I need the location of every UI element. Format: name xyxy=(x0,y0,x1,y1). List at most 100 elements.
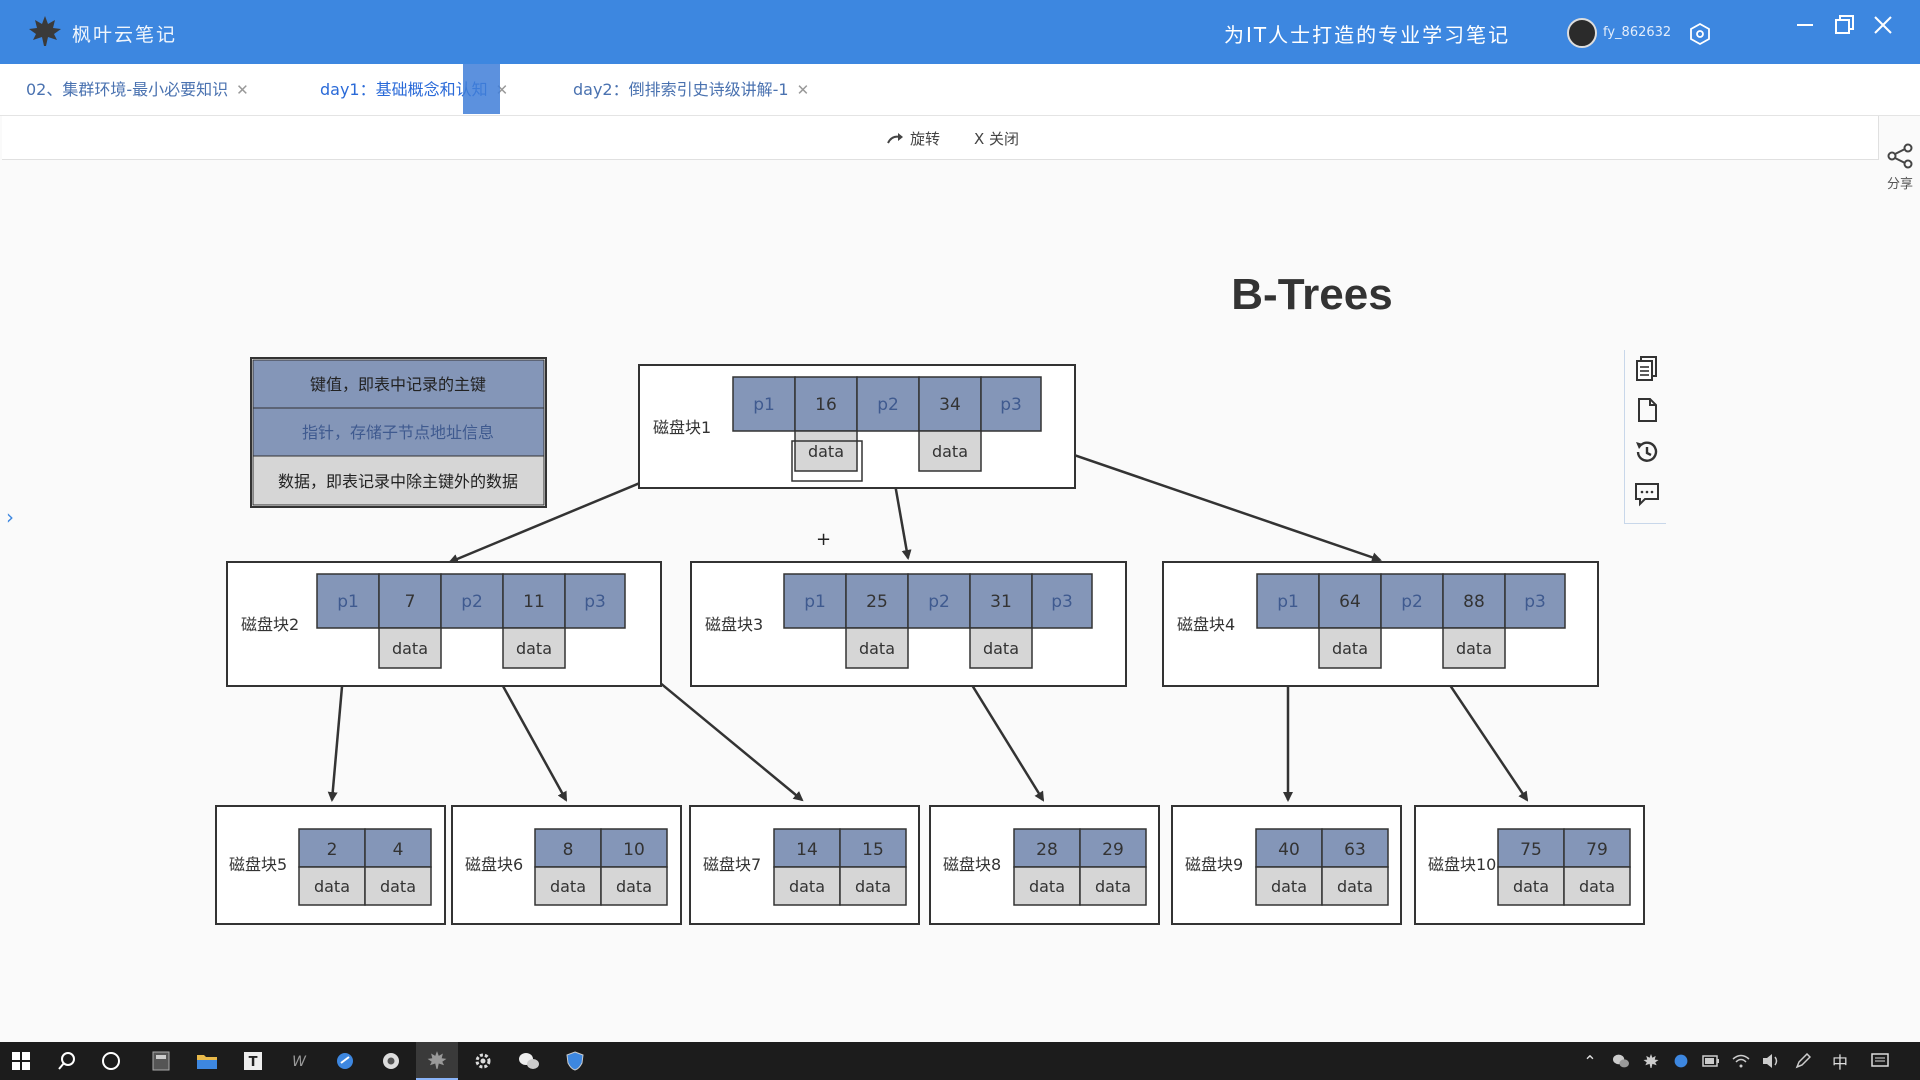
taskbar-app-shield[interactable] xyxy=(554,1042,596,1080)
tray-shield-icon[interactable] xyxy=(1668,1042,1694,1080)
text-editor-icon: T xyxy=(244,1052,262,1070)
block-label: 磁盘块5 xyxy=(229,855,287,874)
settings-hexagon-icon[interactable] xyxy=(1688,22,1712,46)
block-label: 磁盘块3 xyxy=(705,615,763,634)
taskbar-app-maple-notes[interactable] xyxy=(416,1042,458,1080)
pointer-cell xyxy=(907,573,971,629)
taskbar-app-typora[interactable]: T xyxy=(232,1042,274,1080)
document-icon[interactable] xyxy=(1633,396,1661,424)
key-value: 28 xyxy=(1036,840,1058,860)
data-cell xyxy=(502,627,566,669)
pointer-label: p1 xyxy=(804,592,826,612)
tab-close-icon[interactable]: ✕ xyxy=(796,81,810,99)
key-cell xyxy=(1255,828,1323,868)
avatar[interactable] xyxy=(1567,18,1597,48)
comment-icon[interactable] xyxy=(1633,480,1661,508)
key-value: 16 xyxy=(815,395,837,415)
taskbar-app-wechat[interactable] xyxy=(508,1042,550,1080)
taskbar-app-browser-blue[interactable] xyxy=(324,1042,366,1080)
data-cell xyxy=(1442,627,1506,669)
cortana-button[interactable] xyxy=(90,1042,132,1080)
app-title: 枫叶云笔记 xyxy=(72,24,178,46)
disk-block-9: 磁盘块9 40 63 data data xyxy=(1171,805,1402,925)
username[interactable]: fy_862632 xyxy=(1603,25,1672,40)
restore-icon[interactable] xyxy=(1829,10,1859,40)
pointer-cell xyxy=(980,376,1042,432)
tray-wifi-icon[interactable] xyxy=(1728,1042,1754,1080)
key-cell xyxy=(773,828,841,868)
data-cell xyxy=(600,866,668,906)
history-icon[interactable] xyxy=(1633,438,1661,466)
share-button[interactable]: 分享 xyxy=(1883,143,1917,192)
search-button[interactable] xyxy=(46,1042,88,1080)
tray-pen-icon[interactable] xyxy=(1790,1042,1816,1080)
disk-block-10: 磁盘块10 75 79 data data xyxy=(1414,805,1645,925)
data-cell xyxy=(1497,866,1565,906)
tab-close-icon[interactable]: ✕ xyxy=(236,81,249,99)
close-viewer-button[interactable]: X 关闭 xyxy=(974,128,1019,149)
svg-text:W: W xyxy=(292,1054,307,1070)
data-label: data xyxy=(789,877,825,896)
key-cell xyxy=(969,573,1033,629)
taskbar-app-explorer[interactable] xyxy=(186,1042,228,1080)
key-value: 88 xyxy=(1463,592,1485,612)
data-label: data xyxy=(1095,877,1131,896)
data-label: data xyxy=(1332,639,1368,658)
expand-sidebar-chevron-icon[interactable]: › xyxy=(6,505,14,529)
key-value: 75 xyxy=(1520,840,1542,860)
key-value: 29 xyxy=(1102,840,1124,860)
key-value: 25 xyxy=(866,592,888,612)
rotate-button[interactable]: 旋转 xyxy=(886,128,940,149)
start-button[interactable] xyxy=(0,1042,42,1080)
tray-maple-icon[interactable] xyxy=(1638,1042,1664,1080)
share-icon xyxy=(1887,143,1913,169)
rotate-label: 旋转 xyxy=(910,130,941,148)
legend-pointer-text: 指针，存储子节点地址信息 xyxy=(302,423,494,442)
block-label: 磁盘块8 xyxy=(943,855,1001,874)
search-icon xyxy=(58,1052,75,1070)
data-cell xyxy=(364,866,432,906)
tray-battery-icon[interactable] xyxy=(1698,1042,1724,1080)
key-value: 40 xyxy=(1278,840,1300,860)
data-cell xyxy=(773,866,841,906)
key-value: 11 xyxy=(523,592,545,612)
shield-icon xyxy=(566,1051,584,1071)
pointer-label: p2 xyxy=(877,395,899,415)
title-bar: 枫叶云笔记 为IT人士打造的专业学习笔记 fy_862632 xyxy=(0,0,1920,64)
taskbar-app-calculator[interactable] xyxy=(140,1042,182,1080)
pointer-label: p2 xyxy=(1401,592,1423,612)
tab-day2[interactable]: day2：倒排索引史诗级讲解-1 ✕ xyxy=(573,64,809,116)
taskbar-app-chrome[interactable] xyxy=(370,1042,412,1080)
tab-cluster-env[interactable]: 02、集群环境-最小必要知识✕ xyxy=(26,64,249,116)
key-value: 4 xyxy=(393,840,404,860)
key-cell xyxy=(298,828,366,868)
data-cell xyxy=(1321,866,1389,906)
close-window-icon[interactable] xyxy=(1868,10,1898,40)
data-cell xyxy=(1079,866,1147,906)
tab-label: day2：倒排索引史诗级讲解-1 xyxy=(573,80,789,99)
data-cell xyxy=(1013,866,1081,906)
data-cell xyxy=(534,866,602,906)
tray-chevron-up-icon[interactable]: ⌃ xyxy=(1583,1051,1597,1071)
block-label: 磁盘块7 xyxy=(703,855,761,874)
tray-volume-icon[interactable] xyxy=(1758,1042,1784,1080)
data-label: data xyxy=(392,639,428,658)
taskbar-app-word[interactable]: W xyxy=(278,1042,320,1080)
taskbar-app-settings[interactable] xyxy=(462,1042,504,1080)
data-cell xyxy=(918,430,982,472)
key-value: 64 xyxy=(1339,592,1361,612)
minimize-icon[interactable] xyxy=(1790,10,1820,40)
data-label: data xyxy=(855,877,891,896)
data-label: data xyxy=(516,639,552,658)
legend-data-swatch xyxy=(252,455,545,506)
text-selection-highlight xyxy=(463,64,500,114)
pointer-label: p3 xyxy=(1051,592,1073,612)
tray-wechat-icon[interactable] xyxy=(1608,1042,1634,1080)
data-label: data xyxy=(1271,877,1307,896)
pointer-label: p1 xyxy=(753,395,775,415)
copy-document-icon[interactable] xyxy=(1633,354,1661,382)
tray-notification-icon[interactable] xyxy=(1866,1042,1894,1080)
pointer-label: p1 xyxy=(1277,592,1299,612)
tray-ime-indicator[interactable]: 中 xyxy=(1831,1053,1848,1072)
data-label: data xyxy=(932,442,968,461)
